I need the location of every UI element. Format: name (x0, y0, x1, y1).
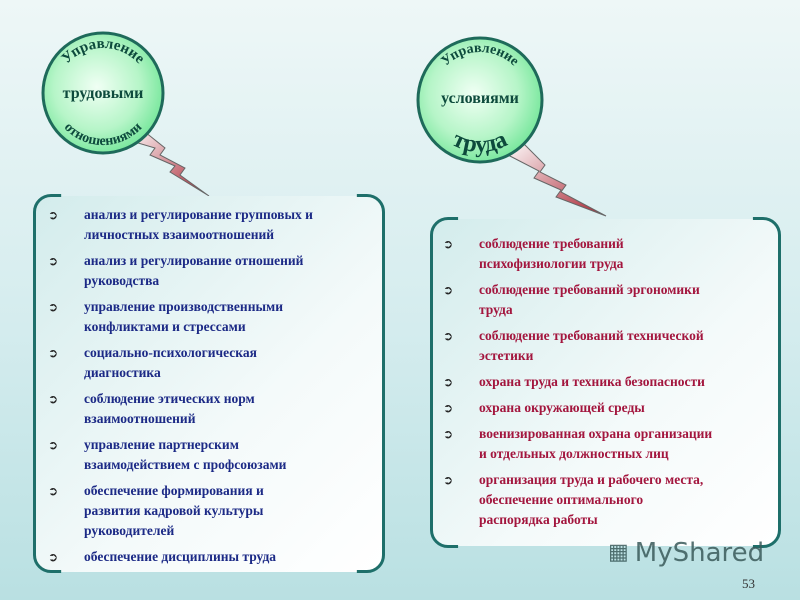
bubble-right-middle: условиями (441, 90, 519, 107)
list-item-text: организация труда и рабочего места, обесп… (479, 470, 703, 530)
watermark: ▦ MyShared (608, 538, 764, 568)
text-line: соблюдение требований технической (479, 328, 704, 343)
text-line: соблюдение требований (479, 236, 624, 251)
list-item: ➲ обеспечение дисциплины труда (46, 547, 376, 567)
list-item-text: соблюдение требований технической эстетик… (479, 326, 704, 366)
text-line: анализ и регулирование отношений (84, 253, 304, 268)
text-line: и отдельных должностных лиц (479, 446, 669, 461)
text-line: диагностика (84, 365, 161, 380)
list-item-text: социально-психологическая диагностика (84, 343, 257, 383)
list-item-text: военизированная охрана организации и отде… (479, 424, 712, 464)
arrow-bullet-icon: ➲ (443, 375, 454, 389)
text-line: развития кадровой культуры (84, 503, 264, 518)
arrow-bullet-icon: ➲ (443, 283, 454, 297)
text-line: обеспечение дисциплины труда (84, 549, 277, 564)
list-item: ➲ организация труда и рабочего места, обес… (441, 470, 781, 530)
watermark-text: MyShared (634, 538, 765, 568)
list-item: ➲ охрана окружающей среды (441, 398, 781, 418)
text-line: анализ и регулирование групповых и (84, 207, 313, 222)
text-line: соблюдение требований эргономики (479, 282, 700, 297)
text-line: охрана труда и техника безопасности (479, 374, 705, 389)
list-item-text: анализ и регулирование групповых и личнос… (84, 205, 313, 245)
arrow-bullet-icon: ➲ (48, 300, 59, 314)
text-line: организация труда и рабочего места, (479, 472, 704, 487)
presentation-board-icon: ▦ (608, 540, 629, 565)
text-line: охрана окружающей среды (479, 400, 645, 415)
text-line: психофизиологии труда (479, 256, 624, 271)
lightning-bolt-left (127, 127, 210, 197)
text-line: взаимодействием с профсоюзами (84, 457, 287, 472)
arrow-bullet-icon: ➲ (443, 401, 454, 415)
arrow-bullet-icon: ➲ (48, 392, 59, 406)
list-item: ➲ соблюдение требований эргономики труда (441, 280, 781, 320)
list-item-text: управление партнерским взаимодействием с … (84, 435, 286, 475)
right-panel (432, 219, 778, 546)
arrow-bullet-icon: ➲ (48, 346, 59, 360)
text-line: эстетики (479, 348, 534, 363)
labor-relations-list: ➲ анализ и регулирование групповых и лично… (46, 205, 376, 573)
working-conditions-list: ➲ соблюдение требований психофизиологии тр… (441, 234, 781, 536)
arrow-bullet-icon: ➲ (443, 473, 454, 487)
list-item: ➲ соблюдение этических норм взаимоотношени… (46, 389, 376, 429)
list-item-text: соблюдение этических норм взаимоотношений (84, 389, 255, 429)
list-item: ➲ управление партнерским взаимодействием с… (46, 435, 376, 475)
list-item: ➲ анализ и регулирование групповых и лично… (46, 205, 376, 245)
text-line: взаимоотношений (84, 411, 196, 426)
list-item-text: обеспечение дисциплины труда (84, 547, 276, 567)
bubble-left-middle: трудовыми (63, 85, 144, 102)
list-item-text: охрана труда и техника безопасности (479, 372, 705, 392)
text-line: конфликтами и стрессами (84, 319, 246, 334)
arrow-bullet-icon: ➲ (443, 329, 454, 343)
text-line: соблюдение этических норм (84, 391, 255, 406)
arrow-bullet-icon: ➲ (48, 208, 59, 222)
text-line: социально-психологическая (84, 345, 257, 360)
list-item: ➲ охрана труда и техника безопасности (441, 372, 781, 392)
lightning-bolt-right (507, 139, 607, 217)
arrow-bullet-icon: ➲ (48, 484, 59, 498)
list-item: ➲ обеспечение формирования и развития кадр… (46, 481, 376, 541)
arrow-bullet-icon: ➲ (48, 438, 59, 452)
text-line: личностных взаимоотношений (84, 227, 275, 242)
page-number: 53 (742, 576, 755, 591)
left-panel (35, 196, 382, 572)
arrow-bullet-icon: ➲ (48, 254, 59, 268)
list-item: ➲ соблюдение требований психофизиологии тр… (441, 234, 781, 274)
list-item-text: анализ и регулирование отношений руководс… (84, 251, 303, 291)
list-item-text: управление производственными конфликтами … (84, 297, 283, 337)
text-line: военизированная охрана организации (479, 426, 713, 441)
text-line: труда (479, 302, 513, 317)
list-item-text: охрана окружающей среды (479, 398, 645, 418)
list-item: ➲ соблюдение требований технической эстети… (441, 326, 781, 366)
text-line: управление производственными (84, 299, 283, 314)
list-item: ➲ военизированная охрана организации и отд… (441, 424, 781, 464)
text-line: обеспечение оптимального (479, 492, 644, 507)
bubble-working-conditions: Управление условиями труда (416, 36, 544, 164)
text-line: управление партнерским (84, 437, 239, 452)
list-item: ➲ анализ и регулирование отношений руковод… (46, 251, 376, 291)
arrow-bullet-icon: ➲ (443, 237, 454, 251)
list-item: ➲ управление производственными конфликтами… (46, 297, 376, 337)
list-item-text: соблюдение требований эргономики труда (479, 280, 700, 320)
text-line: обеспечение формирования и (84, 483, 264, 498)
text-line: распорядка работы (479, 512, 598, 527)
arrow-bullet-icon: ➲ (443, 427, 454, 441)
list-item-text: обеспечение формирования и развития кадро… (84, 481, 264, 541)
text-line: руководителей (84, 523, 175, 538)
text-line: руководства (84, 273, 160, 288)
bubble-labor-relations: Управление трудовыми отношениями (41, 31, 165, 155)
arrow-bullet-icon: ➲ (48, 550, 59, 564)
list-item-text: соблюдение требований психофизиологии тру… (479, 234, 624, 274)
list-item: ➲ социально-психологическая диагностика (46, 343, 376, 383)
